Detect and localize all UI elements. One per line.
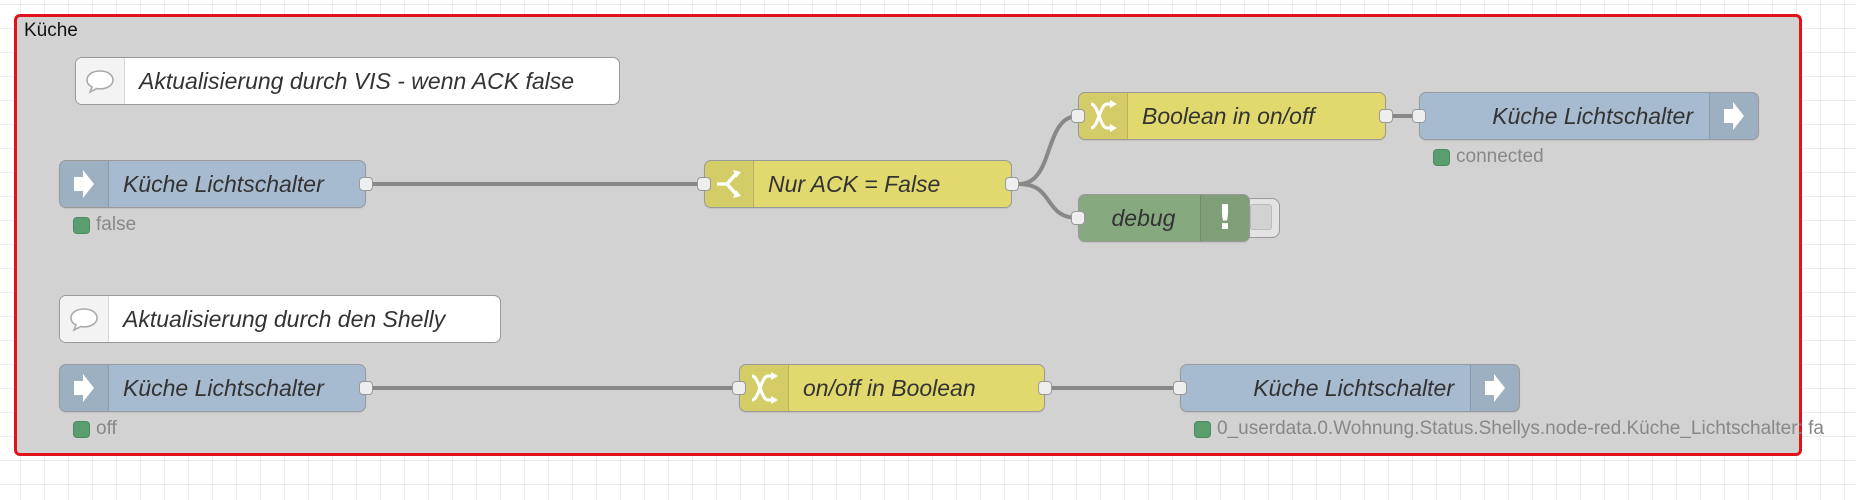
input-port[interactable]	[1071, 211, 1085, 225]
node-label: Küche Lichtschalter	[1492, 102, 1693, 129]
comment-text: Aktualisierung durch VIS - wenn ACK fals…	[139, 67, 575, 94]
node-label: Nur ACK = False	[768, 170, 941, 197]
node-status-out2: 0_userdata.0.Wohnung.Status.Shellys.node…	[1194, 418, 1824, 440]
status-dot	[73, 420, 90, 438]
input-port[interactable]	[1071, 109, 1085, 123]
node-status-in1: false	[73, 214, 136, 236]
output-port[interactable]	[1038, 381, 1052, 395]
debug-badge: !	[1217, 198, 1233, 238]
comment-icon	[76, 58, 125, 104]
iobroker-out-node-1[interactable]: Küche Lichtschalter	[1412, 92, 1759, 140]
status-text: off	[96, 418, 117, 439]
switch-node-ack[interactable]: Nur ACK = False	[697, 160, 1019, 208]
change-node-bool-to-onoff[interactable]: Boolean in on/off	[1071, 92, 1393, 140]
status-text: false	[96, 214, 137, 235]
arrow-in-icon	[60, 365, 109, 411]
debug-node[interactable]: debug !	[1071, 194, 1250, 242]
output-port[interactable]	[359, 177, 373, 191]
input-port[interactable]	[697, 177, 711, 191]
input-port[interactable]	[732, 381, 746, 395]
switch-icon	[705, 161, 754, 207]
node-status-in2: off	[73, 418, 117, 440]
status-text: 0_userdata.0.Wohnung.Status.Shellys.node…	[1217, 418, 1824, 439]
status-dot	[1194, 420, 1211, 438]
change-node-onoff-to-bool[interactable]: on/off in Boolean	[732, 364, 1052, 412]
input-port[interactable]	[1173, 381, 1187, 395]
status-dot	[1433, 148, 1450, 166]
output-port[interactable]	[1005, 177, 1019, 191]
debug-icon: !	[1200, 195, 1249, 241]
node-label: Küche Lichtschalter	[1253, 374, 1454, 401]
node-status-out1: connected	[1433, 146, 1544, 168]
status-dot	[73, 216, 90, 234]
arrow-out-icon	[1470, 365, 1519, 411]
iobroker-in-node-1[interactable]: Küche Lichtschalter	[59, 160, 373, 208]
group-label: Küche	[24, 20, 78, 41]
node-label: Küche Lichtschalter	[123, 374, 324, 401]
comment-icon	[60, 296, 109, 342]
node-label: Boolean in on/off	[1142, 102, 1315, 129]
arrow-out-icon	[1709, 93, 1758, 139]
change-icon	[1079, 93, 1128, 139]
comment-node-shelly[interactable]: Aktualisierung durch den Shelly	[59, 295, 501, 343]
node-label: on/off in Boolean	[803, 374, 976, 401]
comment-node-vis[interactable]: Aktualisierung durch VIS - wenn ACK fals…	[75, 57, 620, 105]
iobroker-in-node-2[interactable]: Küche Lichtschalter	[59, 364, 373, 412]
node-label: Küche Lichtschalter	[123, 170, 324, 197]
output-port[interactable]	[359, 381, 373, 395]
change-icon	[740, 365, 789, 411]
comment-text: Aktualisierung durch den Shelly	[123, 305, 446, 332]
node-label: debug	[1111, 204, 1176, 231]
output-port[interactable]	[1379, 109, 1393, 123]
input-port[interactable]	[1412, 109, 1426, 123]
iobroker-out-node-2[interactable]: Küche Lichtschalter	[1173, 364, 1520, 412]
status-text: connected	[1456, 146, 1544, 167]
arrow-in-icon	[60, 161, 109, 207]
debug-toggle-button[interactable]	[1246, 198, 1280, 238]
